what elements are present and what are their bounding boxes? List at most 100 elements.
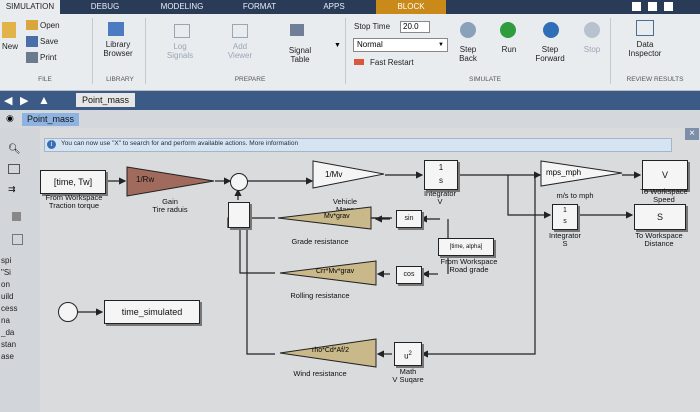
info-banner: i You can now use "X" to search for and … (44, 138, 672, 152)
stop-icon (584, 22, 600, 38)
signal-lines (78, 171, 642, 358)
to-workspace-speed-block[interactable]: V (642, 160, 688, 190)
model-icon: ◉ (6, 113, 14, 123)
from-workspace-road-block[interactable]: [time, alpha] (438, 238, 494, 256)
rolling-resistance-label: Rolling resistance (290, 291, 350, 300)
sin-block[interactable]: sin (396, 210, 422, 228)
rolling-resistance-block[interactable] (278, 260, 378, 286)
save-icon (26, 36, 38, 47)
model-canvas[interactable]: i You can now use "X" to search for and … (40, 128, 700, 412)
to-workspace-time-block[interactable]: time_simulated (104, 300, 200, 324)
data-inspector-icon (636, 20, 654, 36)
vehicle-mass-block[interactable] (312, 160, 386, 190)
divider (610, 18, 611, 84)
new-button[interactable]: New (1, 42, 18, 51)
tab-simulation[interactable]: SIMULATION (0, 0, 60, 14)
simulation-mode-value: Normal (357, 40, 383, 49)
simulation-mode-select[interactable]: Normal ▼ (353, 38, 448, 52)
step-forward-icon (543, 22, 559, 38)
gain-tire-radius-value: 1/Rw (136, 175, 155, 184)
from-workspace-traction-block[interactable]: [time, Tw] (40, 170, 106, 194)
gain-tire-radius-block[interactable] (126, 166, 218, 198)
math-square-value: u (404, 351, 409, 361)
cut-text: na (1, 316, 10, 325)
mps-mph-block[interactable] (540, 160, 624, 188)
open-button[interactable]: Open (40, 21, 60, 30)
fast-restart-icon (354, 59, 364, 65)
stop-time-label: Stop Time (354, 22, 391, 31)
cut-text: spi (1, 256, 12, 265)
grade-resistance-block[interactable] (276, 206, 372, 230)
cut-text: ase (1, 352, 14, 361)
fit-view-icon[interactable] (8, 164, 20, 174)
grade-resistance-label: Grade resistance (291, 237, 349, 246)
annotation-icon[interactable] (12, 234, 23, 245)
stop-button[interactable]: Stop (583, 45, 601, 54)
back-arrow-icon[interactable]: ◀ (4, 95, 13, 107)
fast-restart-button[interactable]: Fast Restart (370, 58, 414, 67)
section-library: LIBRARY (106, 76, 134, 83)
zoom-icon[interactable]: 🔍︎ (8, 144, 21, 155)
navigation-bar: ◀ ▶ ▲ (0, 91, 700, 110)
sum-block[interactable] (230, 173, 248, 191)
info-message: You can now use "X" to search for and pe… (61, 140, 299, 147)
run-icon (500, 22, 516, 38)
cos-block[interactable]: cos (396, 266, 422, 284)
to-workspace-distance-block[interactable]: S (634, 204, 686, 230)
forward-arrow-icon[interactable]: ▶ (20, 95, 29, 107)
clock-icon[interactable] (58, 302, 78, 322)
undo-icon[interactable] (648, 2, 657, 11)
tab-modeling[interactable]: MODELING (160, 2, 204, 11)
section-file: FILE (38, 76, 52, 83)
stop-time-input[interactable]: 20.0 (400, 21, 430, 33)
grade-resistance-value: Mv*grav (324, 213, 350, 220)
library-browser-icon (108, 22, 124, 36)
math-square-block[interactable]: u2 (394, 342, 422, 366)
mps-mph-value: mps_mph (546, 168, 582, 177)
save-button[interactable]: Save (40, 37, 59, 46)
add-viewer-icon (232, 24, 248, 38)
tab-format[interactable]: FORMAT (242, 2, 277, 11)
redo-icon[interactable] (664, 2, 673, 11)
signal-table-icon (290, 24, 304, 36)
arrow-icon[interactable]: ⇉ (8, 184, 16, 194)
math-square-exponent: 2 (408, 351, 412, 357)
tab-block[interactable]: BLOCK (376, 0, 446, 14)
print-button[interactable]: Print (40, 53, 57, 62)
toolstrip-tabs: SIMULATION DEBUG MODELING FORMAT APPS BL… (0, 0, 700, 14)
section-review-results: REVIEW RESULTS (626, 76, 684, 83)
tab-apps[interactable]: APPS (323, 2, 345, 11)
breadcrumb[interactable]: Point_mass (76, 93, 136, 107)
new-icon (2, 22, 16, 38)
window-controls (630, 2, 690, 12)
model-tab-row: ◉ (0, 110, 700, 129)
tab-debug[interactable]: DEBUG (90, 2, 120, 11)
mps-mph-label: m/s to mph (556, 191, 594, 200)
up-arrow-icon[interactable]: ▲ (38, 93, 50, 107)
run-button[interactable]: Run (501, 45, 517, 54)
palette-icon[interactable] (12, 212, 21, 221)
divider (92, 18, 93, 84)
mux-block[interactable] (228, 202, 250, 228)
wind-resistance-value: rho*Cd*Af/2 (312, 347, 349, 354)
wind-resistance-block[interactable] (278, 338, 378, 368)
section-prepare: PREPARE (234, 76, 266, 83)
open-icon (26, 20, 38, 30)
close-banner-icon[interactable]: × (685, 128, 699, 140)
model-tab[interactable]: Point_mass (22, 113, 80, 126)
prepare-dropdown-icon[interactable]: ▼ (334, 42, 341, 49)
save-quick-icon[interactable] (632, 2, 641, 11)
